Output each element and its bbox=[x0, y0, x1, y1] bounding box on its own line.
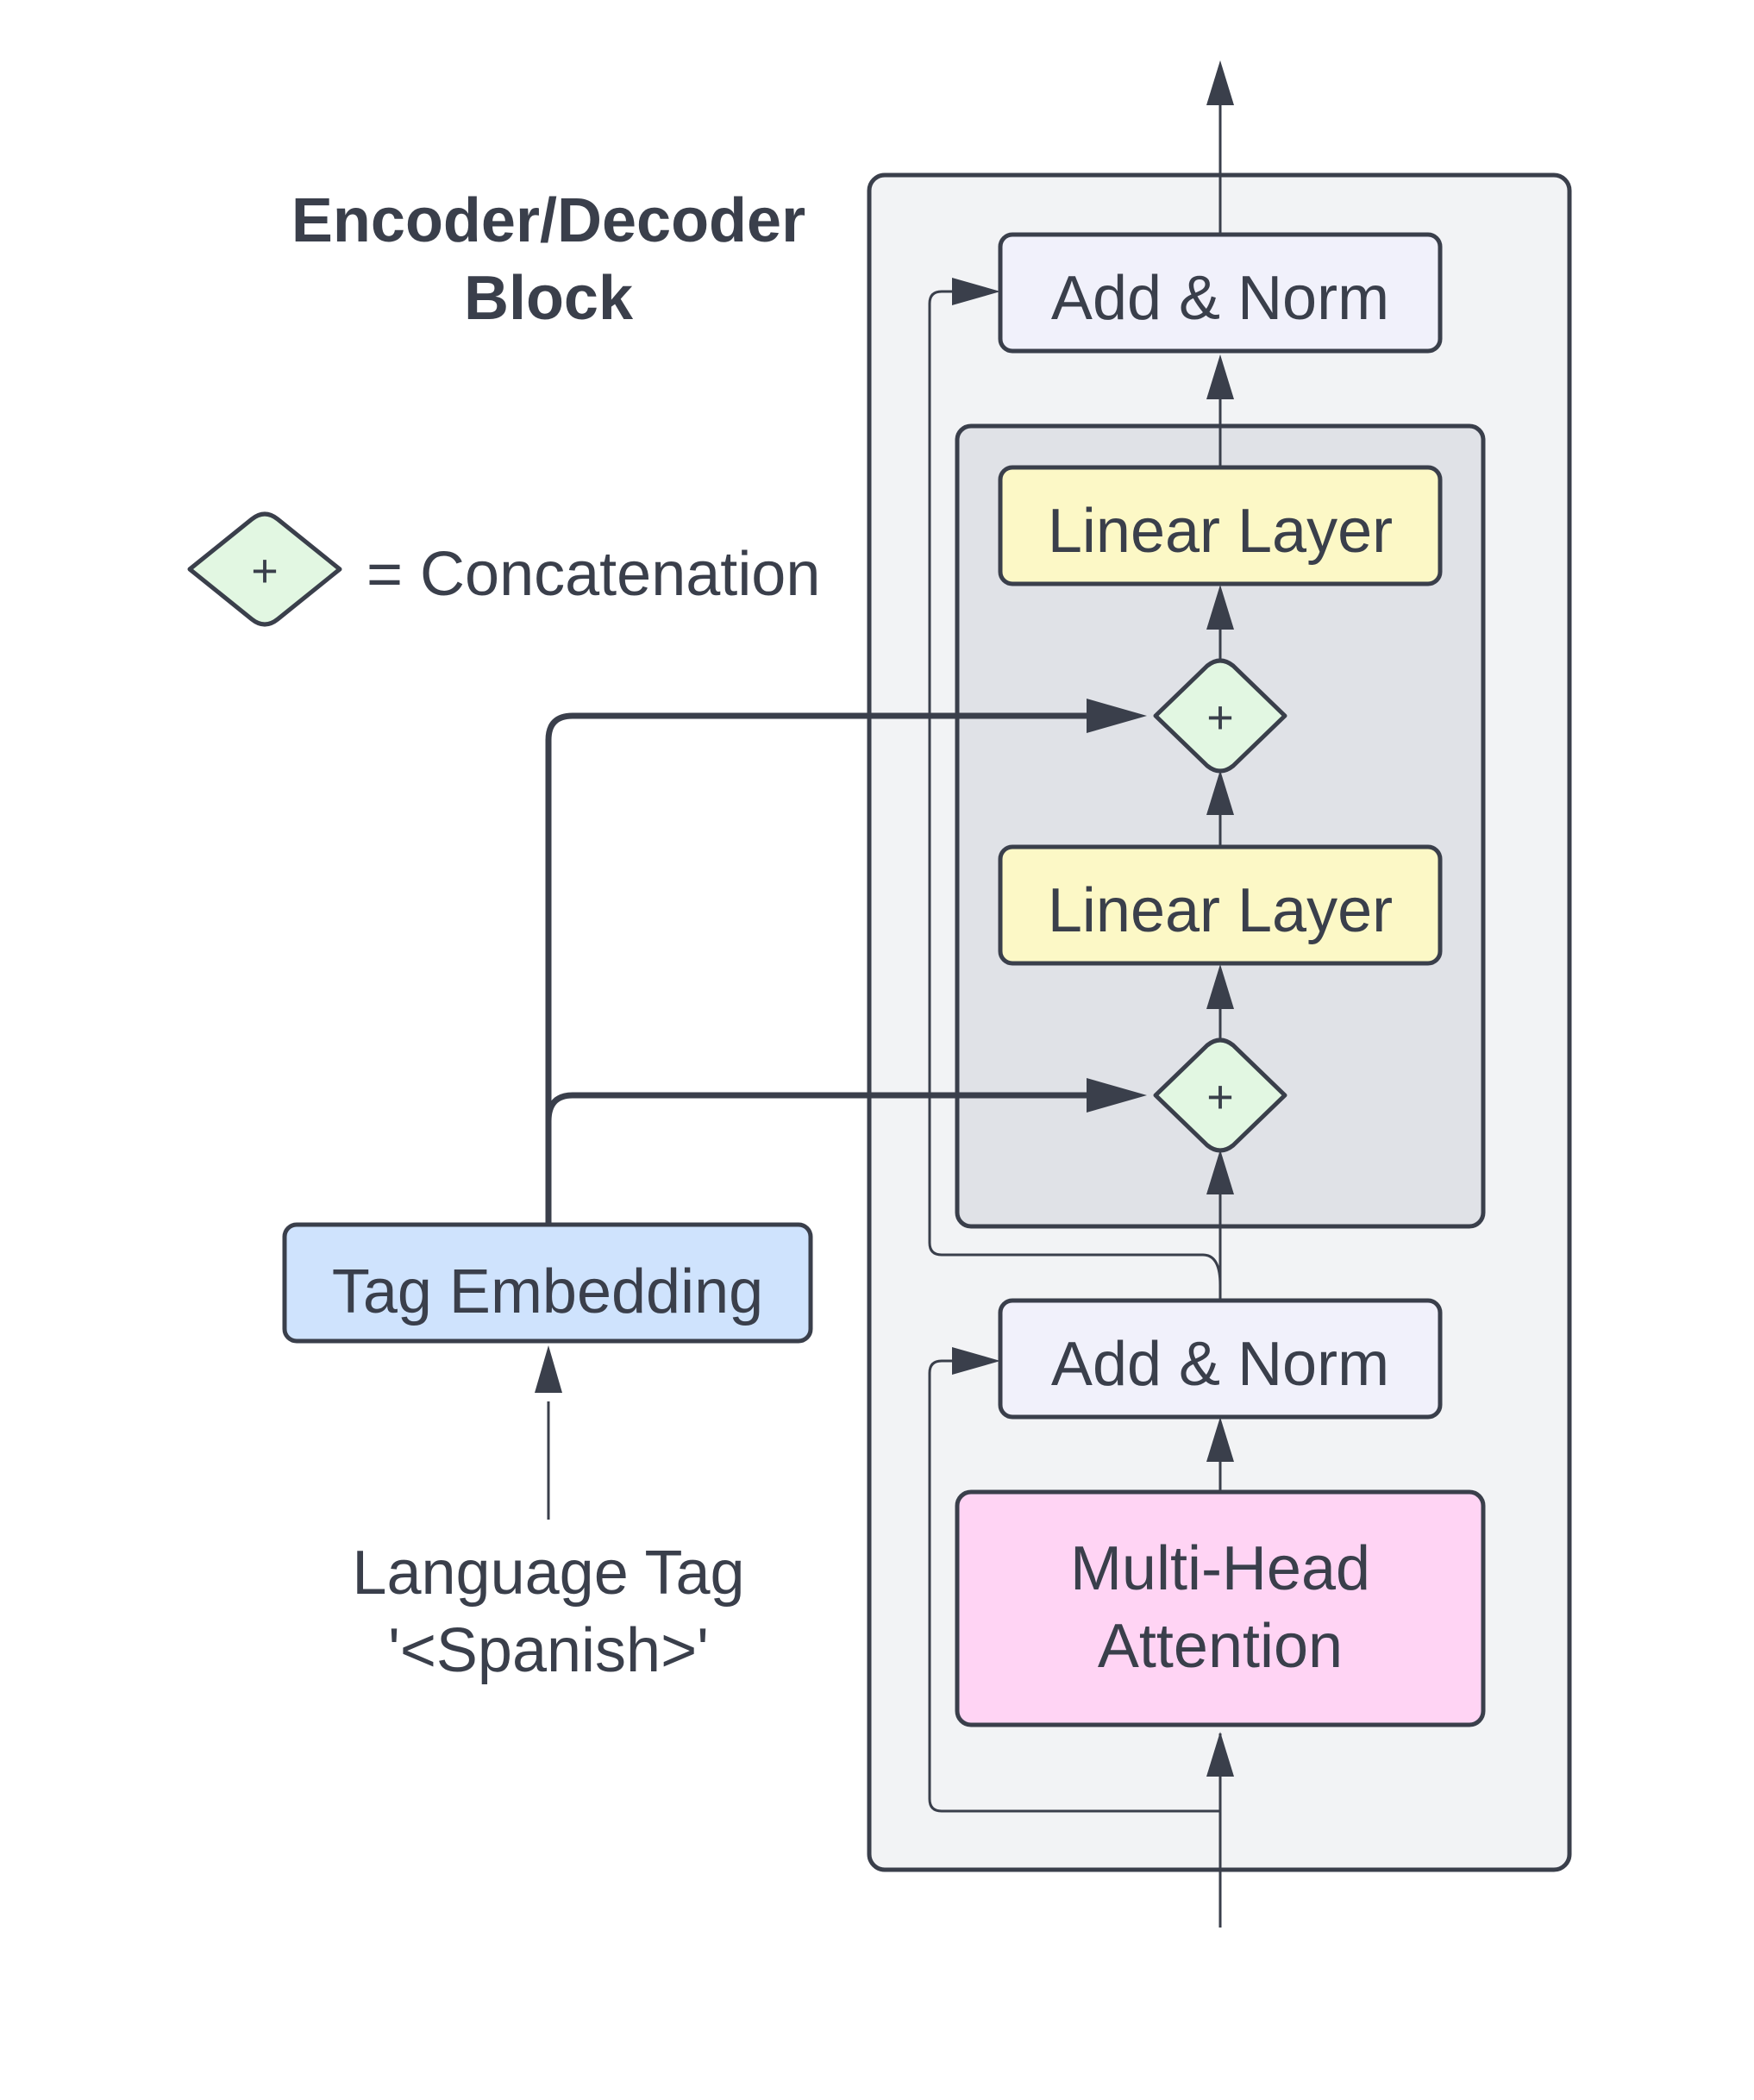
tag-branch-bottom bbox=[545, 1092, 1102, 1122]
concat-bottom-symbol: + bbox=[1206, 1071, 1234, 1123]
legend: + = Concatenation bbox=[187, 511, 820, 627]
residual-connection-bottom bbox=[928, 1359, 1220, 1813]
block-title-line1: Encoder/Decoder bbox=[291, 186, 805, 255]
concat-top-symbol: + bbox=[1206, 692, 1234, 743]
linear-layer-top: Linear Layer bbox=[998, 465, 1443, 586]
concat-top: + bbox=[1153, 658, 1287, 774]
language-tag-line2: '<Spanish>' bbox=[388, 1616, 709, 1685]
multi-head-attention: Multi-Head Attention bbox=[955, 1489, 1486, 1727]
attention-label-line2: Attention bbox=[1098, 1612, 1343, 1681]
linear-layer-bottom-label: Linear Layer bbox=[1048, 876, 1393, 945]
concat-bottom: + bbox=[1153, 1037, 1287, 1153]
legend-symbol: + bbox=[251, 545, 279, 597]
legend-text: = Concatenation bbox=[366, 540, 820, 609]
output-arrowhead bbox=[1206, 60, 1234, 105]
tag-embedding-label: Tag Embedding bbox=[332, 1257, 763, 1326]
add-norm-bottom-label: Add & Norm bbox=[1051, 1330, 1389, 1399]
language-tag-line1: Language Tag bbox=[352, 1539, 744, 1608]
attention-label-line1: Multi-Head bbox=[1070, 1534, 1370, 1603]
tag-embedding: Tag Embedding bbox=[282, 1222, 813, 1344]
input-arrowhead bbox=[1206, 1732, 1234, 1777]
block-title-line2: Block bbox=[464, 264, 634, 333]
residual-connection-top bbox=[928, 290, 1222, 1286]
linear-layer-top-label: Linear Layer bbox=[1048, 497, 1393, 566]
add-norm-top: Add & Norm bbox=[998, 232, 1443, 354]
connectors bbox=[535, 60, 1234, 1928]
linear-layer-bottom: Linear Layer bbox=[998, 844, 1443, 966]
add-norm-bottom: Add & Norm bbox=[998, 1298, 1443, 1420]
tag-branch-top bbox=[545, 712, 1102, 1225]
legend-concat-diamond bbox=[187, 511, 342, 627]
add-norm-top-label: Add & Norm bbox=[1051, 264, 1389, 333]
